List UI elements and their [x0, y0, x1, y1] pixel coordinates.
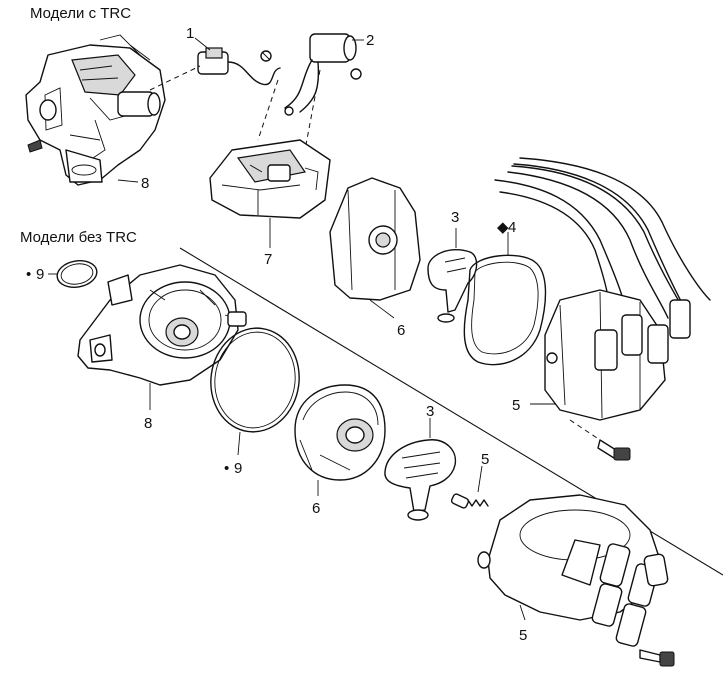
callout-6-bottom: 6: [312, 500, 320, 517]
heading-without-trc: Модели без TRC: [20, 229, 137, 246]
distributor-housing-no-trc: [77, 264, 247, 386]
gasket-4: [463, 254, 547, 366]
callout-2: 2: [366, 32, 374, 49]
cap-bolt: [639, 649, 675, 667]
housing-cover-7: [209, 139, 331, 219]
callout-9-top: 9: [36, 266, 44, 283]
distributor-cap-5-bottom: [477, 494, 669, 647]
callout-8-top: 8: [141, 175, 149, 192]
callout-5-spring: 5: [481, 451, 489, 468]
callout-3-top: 3: [451, 209, 459, 226]
callout-5-top: 5: [512, 397, 520, 414]
cap-with-leads-5-top: [494, 157, 711, 461]
marker-dot-9-bottom: •: [224, 460, 229, 477]
o-ring-9-small: [56, 260, 98, 288]
sensor-part-2: [284, 33, 362, 116]
o-ring-9-large: [210, 327, 300, 433]
dust-cover-6-top: [329, 177, 421, 301]
callout-5-bottom: 5: [519, 627, 527, 644]
rotor-3-bottom: [384, 439, 457, 521]
callout-4: 4: [508, 219, 516, 236]
dust-cover-6-bottom: [294, 384, 386, 481]
callout-7: 7: [264, 251, 272, 268]
callout-1: 1: [186, 25, 194, 42]
callout-9-bottom: 9: [234, 460, 242, 477]
marker-diamond-4: ◆: [497, 219, 509, 236]
spring-5: [450, 493, 489, 509]
sensor-part-1: [197, 47, 281, 86]
heading-with-trc: Модели с TRC: [30, 5, 132, 22]
marker-dot-9-top: •: [26, 266, 31, 283]
callout-6-top: 6: [397, 322, 405, 339]
callout-8-bottom: 8: [144, 415, 152, 432]
distributor-housing-trc: [25, 34, 166, 186]
callout-3-bottom: 3: [426, 403, 434, 420]
